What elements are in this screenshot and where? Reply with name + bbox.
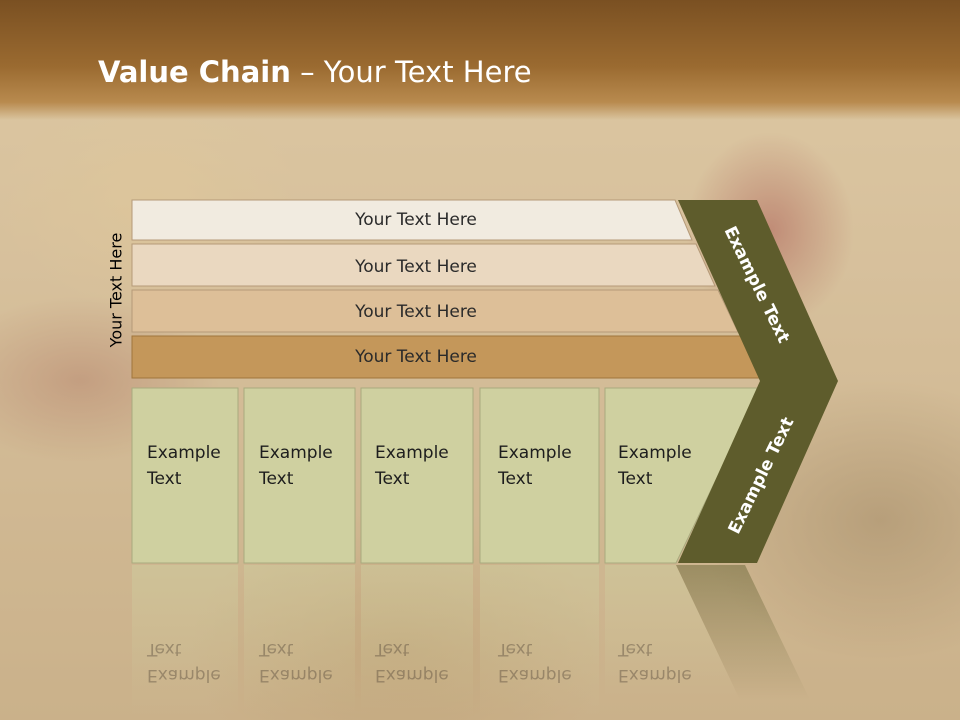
cell-5-reflection-line1: Example — [618, 665, 692, 685]
cell-3-text-reflection: Example Text — [375, 636, 449, 688]
cell-2-reflection — [244, 565, 355, 715]
cell-4-reflection-line1: Example — [498, 665, 572, 685]
cell-5-line2: Text — [618, 469, 653, 489]
cell-1-reflection — [132, 565, 238, 715]
cell-1-text-reflection: Example Text — [147, 636, 221, 688]
cell-5-text-reflection: Example Text — [618, 636, 692, 688]
cell-3-line1: Example — [375, 443, 449, 463]
band-2-label: Your Text Here — [354, 257, 477, 277]
cell-1-line1: Example — [147, 443, 221, 463]
cell-3-reflection-line2: Text — [375, 639, 410, 659]
cell-1-reflection-line2: Text — [147, 639, 182, 659]
cell-2[interactable] — [243, 387, 356, 564]
band-3-label: Your Text Here — [354, 302, 477, 322]
cell-4-line2: Text — [498, 469, 533, 489]
title-rest: – Your Text Here — [290, 55, 532, 89]
cell-5[interactable] — [604, 387, 761, 564]
cell-4-text-reflection: Example Text — [498, 636, 572, 688]
band-1-label: Your Text Here — [354, 210, 477, 230]
title-bold: Value Chain — [98, 55, 291, 89]
chevron-reflection — [676, 565, 810, 700]
cell-2-reflection-line1: Example — [259, 665, 333, 685]
cell-4[interactable] — [479, 387, 600, 564]
cell-1-reflection-line1: Example — [147, 665, 221, 685]
cell-2-reflection-line2: Text — [259, 639, 294, 659]
cell-2-line1: Example — [259, 443, 333, 463]
cell-3-reflection — [361, 565, 473, 715]
cell-5-reflection — [605, 565, 740, 700]
cell-2-line2: Text — [259, 469, 294, 489]
slide-title: Value Chain – Your Text Here — [98, 55, 532, 89]
cell-3[interactable] — [360, 387, 474, 564]
header-band — [0, 0, 960, 120]
cell-3-reflection-line1: Example — [375, 665, 449, 685]
band-4-label: Your Text Here — [354, 347, 477, 367]
cell-3-line2: Text — [375, 469, 410, 489]
cell-4-reflection — [480, 565, 599, 715]
chevron-arrow[interactable] — [678, 200, 838, 563]
cell-1-line2: Text — [147, 469, 182, 489]
band-2[interactable] — [131, 243, 716, 287]
cell-4-line1: Example — [498, 443, 572, 463]
cell-5-reflection-line2: Text — [618, 639, 653, 659]
cell-4-reflection-line2: Text — [498, 639, 533, 659]
cell-5-line1: Example — [618, 443, 692, 463]
band-1[interactable] — [131, 199, 693, 241]
cell-1[interactable] — [131, 387, 239, 564]
cell-2-text-reflection: Example Text — [259, 636, 333, 688]
